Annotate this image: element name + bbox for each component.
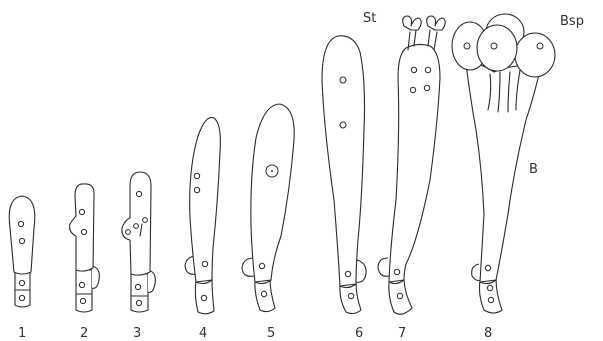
stage-6-clamp bbox=[356, 260, 366, 282]
stage-2-nucleus bbox=[79, 209, 84, 214]
stage-3-nucleus bbox=[136, 300, 141, 305]
stage-8-clamp bbox=[472, 264, 481, 281]
stage-3-nucleus bbox=[134, 224, 139, 229]
stage-3-number: 3 bbox=[133, 326, 141, 341]
stage-2-stalk bbox=[76, 270, 92, 312]
stage-8-number: 8 bbox=[484, 326, 492, 341]
stage-3-nucleus bbox=[135, 284, 140, 289]
stage-8-nucleus bbox=[487, 285, 492, 290]
stage-2-nucleus bbox=[80, 298, 85, 303]
stage-6-cell bbox=[322, 36, 365, 288]
stage-6-basidium: 6 bbox=[322, 36, 366, 341]
stage-1-nucleus bbox=[18, 221, 23, 226]
stage-5-nucleolus bbox=[271, 170, 273, 172]
stage-7-cell bbox=[389, 44, 440, 283]
stage-8-spore-nucleus bbox=[537, 43, 543, 49]
stage-6-nucleus bbox=[340, 122, 346, 128]
stage-5-number: 5 bbox=[267, 326, 275, 341]
basidium-label: B bbox=[529, 162, 538, 177]
stage-7-nucleus bbox=[411, 67, 416, 72]
stage-4-nucleus bbox=[202, 261, 207, 266]
stage-1-number: 1 bbox=[18, 326, 26, 341]
sterigmata-label: St bbox=[363, 11, 376, 26]
stage-3-basidium: 3 bbox=[122, 172, 155, 341]
stage-6-nucleus bbox=[345, 271, 350, 276]
stage-4-cell bbox=[190, 117, 221, 283]
stage-8-nucleus bbox=[488, 297, 493, 302]
stage-2-number: 2 bbox=[80, 326, 88, 341]
stage-4-nucleus bbox=[201, 295, 206, 300]
stage-2-nucleus bbox=[79, 282, 84, 287]
stage-8-nucleus bbox=[485, 265, 490, 270]
stage-1-cell bbox=[9, 196, 35, 274]
stage-5-cell bbox=[251, 104, 294, 284]
stage-2-basidium: 2 bbox=[70, 184, 100, 341]
stage-8-basidium: 8 bbox=[452, 14, 555, 341]
stage-1-nucleus bbox=[19, 238, 24, 243]
stage-7-basidium: 7 bbox=[378, 16, 445, 341]
stage-5-clamp bbox=[242, 258, 254, 276]
stage-3-nucleus bbox=[136, 191, 141, 196]
stage-1-nucleus bbox=[19, 295, 24, 300]
stage-2-cell bbox=[70, 184, 94, 271]
stage-7-nucleus bbox=[410, 87, 415, 92]
basidiospores-label: Bsp bbox=[560, 14, 584, 29]
stage-7-nucleus bbox=[397, 293, 402, 298]
stage-7-sterigma-tip bbox=[403, 16, 422, 30]
stage-7-nucleus bbox=[425, 67, 430, 72]
stage-4-number: 4 bbox=[199, 326, 207, 341]
stage-4-nucleus bbox=[194, 187, 199, 192]
stage-3-nucleus bbox=[126, 230, 131, 235]
stage-1-basidium: 1 bbox=[9, 196, 35, 341]
stage-3-nucleus bbox=[143, 218, 148, 223]
stage-1-nucleus bbox=[19, 280, 24, 285]
stage-8-basidiospore bbox=[515, 33, 555, 77]
stage-7-sterigma-tip bbox=[427, 16, 446, 30]
stage-8-basidiospore bbox=[477, 25, 517, 71]
stage-7-clamp bbox=[378, 258, 389, 276]
stage-6-nucleus bbox=[348, 293, 353, 298]
stage-2-nucleus bbox=[81, 229, 86, 234]
stage-3-clamp bbox=[148, 270, 155, 292]
stage-6-number: 6 bbox=[355, 326, 363, 341]
stage-5-basidium: 5 bbox=[242, 104, 294, 341]
stage-7-nucleus bbox=[424, 85, 429, 90]
stage-4-basidium: 4 bbox=[185, 117, 220, 341]
stage-6-nucleus bbox=[340, 77, 346, 83]
stage-8-spore-nucleus bbox=[491, 43, 497, 49]
stage-5-nucleus bbox=[259, 263, 264, 268]
stage-4-nucleus bbox=[194, 173, 199, 178]
stage-5-nucleus bbox=[261, 291, 266, 296]
stage-7-nucleus bbox=[394, 269, 399, 274]
stage-2-clamp bbox=[92, 266, 99, 288]
stage-7-number: 7 bbox=[398, 326, 406, 341]
stage-8-spore-nucleus bbox=[464, 43, 470, 49]
stage-3-stalk bbox=[131, 274, 148, 312]
